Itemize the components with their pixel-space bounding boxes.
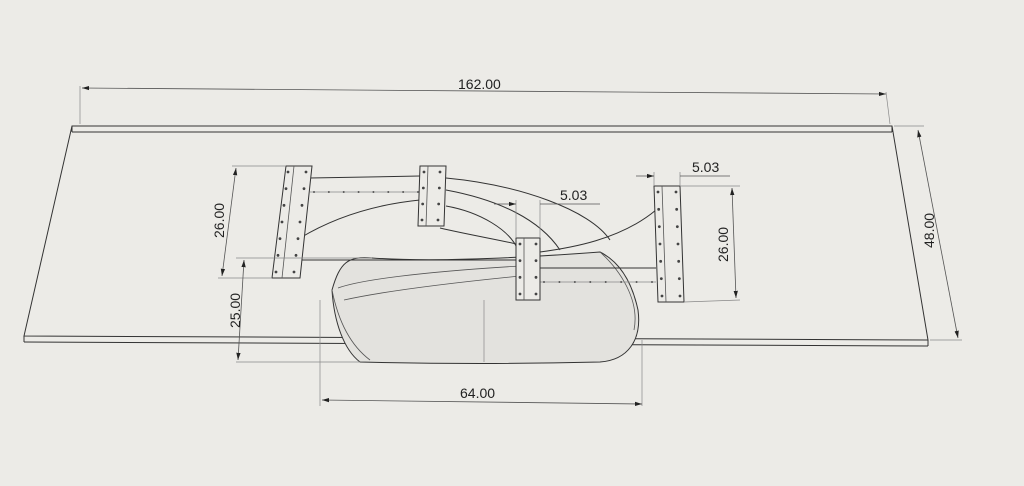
dimension-label-5-03-top: 5.03 (692, 159, 719, 175)
flange-right (653, 185, 685, 303)
dimension-label-48: 48.00 (921, 213, 937, 248)
edge-dot (342, 191, 345, 193)
bolt-hole (280, 220, 284, 224)
bolt-hole (298, 220, 302, 224)
bolt-hole (304, 170, 308, 174)
dimension-label-26-right: 26.00 (715, 227, 731, 262)
edge-dot (543, 281, 545, 283)
swept-body (331, 251, 640, 364)
bolt-hole (292, 270, 296, 274)
edge-dot (402, 191, 405, 193)
dimension-label-26-left: 26.00 (211, 203, 227, 238)
dimension-5-03-top: 5.03 (636, 159, 730, 186)
bolt-hole (534, 275, 538, 279)
dimension-162: 162.00 (79, 76, 891, 125)
bolt-hole (284, 187, 288, 191)
flange-top (417, 165, 447, 227)
dimension-26-right: 26.00 (680, 185, 741, 303)
bolt-hole (278, 237, 282, 241)
bolt-hole (436, 218, 440, 222)
flange-middle (515, 237, 541, 301)
bolt-hole (420, 218, 424, 222)
dimension-5-03-middle: 5.03 (494, 187, 600, 238)
dimension-label-64: 64.00 (460, 385, 495, 401)
bolt-hole (659, 259, 663, 263)
edge-dot (573, 281, 576, 283)
dimension-26-left: 26.00 (211, 165, 286, 279)
bolt-holes (274, 170, 682, 298)
bolt-hole (286, 170, 290, 174)
bolt-hole (534, 259, 538, 263)
dimension-label-162: 162.00 (458, 76, 501, 92)
bolt-hole (675, 207, 679, 211)
bolt-hole (518, 275, 522, 279)
bolt-hole (437, 202, 441, 206)
edge-dot (357, 191, 360, 193)
dimension-label-25: 25.00 (227, 293, 243, 328)
bolt-hole (437, 186, 441, 190)
bolt-hole (534, 242, 538, 246)
bolt-hole (274, 270, 278, 274)
bolt-hole (518, 292, 522, 296)
bolt-hole (657, 225, 661, 229)
edge-dot (417, 191, 419, 193)
bolt-hole (675, 225, 679, 229)
bolt-hole (660, 294, 664, 298)
edge-dot (589, 281, 592, 283)
dimension-48: 48.00 (894, 125, 962, 341)
dimension-label-5-03-middle: 5.03 (560, 187, 587, 203)
bolt-hole (518, 242, 522, 246)
bolt-hole (518, 259, 522, 263)
bolt-hole (676, 242, 680, 246)
dimension-25: 25.00 (227, 257, 372, 363)
arm-surfaces (299, 175, 657, 283)
edge-dot (327, 191, 330, 193)
bolt-hole (677, 259, 681, 263)
bolt-hole (678, 294, 682, 298)
bolt-hole (438, 170, 442, 174)
bolt-hole (659, 277, 663, 281)
bolt-hole (422, 170, 426, 174)
bolt-hole (657, 207, 661, 211)
bolt-hole (294, 253, 298, 257)
bolt-hole (658, 242, 662, 246)
bolt-hole (421, 202, 425, 206)
edge-dot (635, 281, 638, 283)
edge-dot (387, 191, 390, 193)
flange-left (271, 165, 313, 279)
edge-dot (313, 191, 315, 193)
bolt-hole (276, 253, 280, 257)
dimension-64: 64.00 (319, 300, 643, 407)
bolt-hole (677, 277, 681, 281)
edge-dot (651, 281, 653, 283)
edge-dot (620, 281, 623, 283)
edge-dot (558, 281, 561, 283)
edge-dot (604, 281, 607, 283)
bolt-hole (300, 203, 304, 207)
bolt-hole (302, 187, 306, 191)
bolt-hole (282, 203, 286, 207)
bolt-hole (656, 190, 660, 194)
bolt-hole (296, 237, 300, 241)
bolt-hole (534, 292, 538, 296)
bolt-hole (421, 186, 425, 190)
bolt-hole (674, 190, 678, 194)
edge-dot (372, 191, 375, 193)
